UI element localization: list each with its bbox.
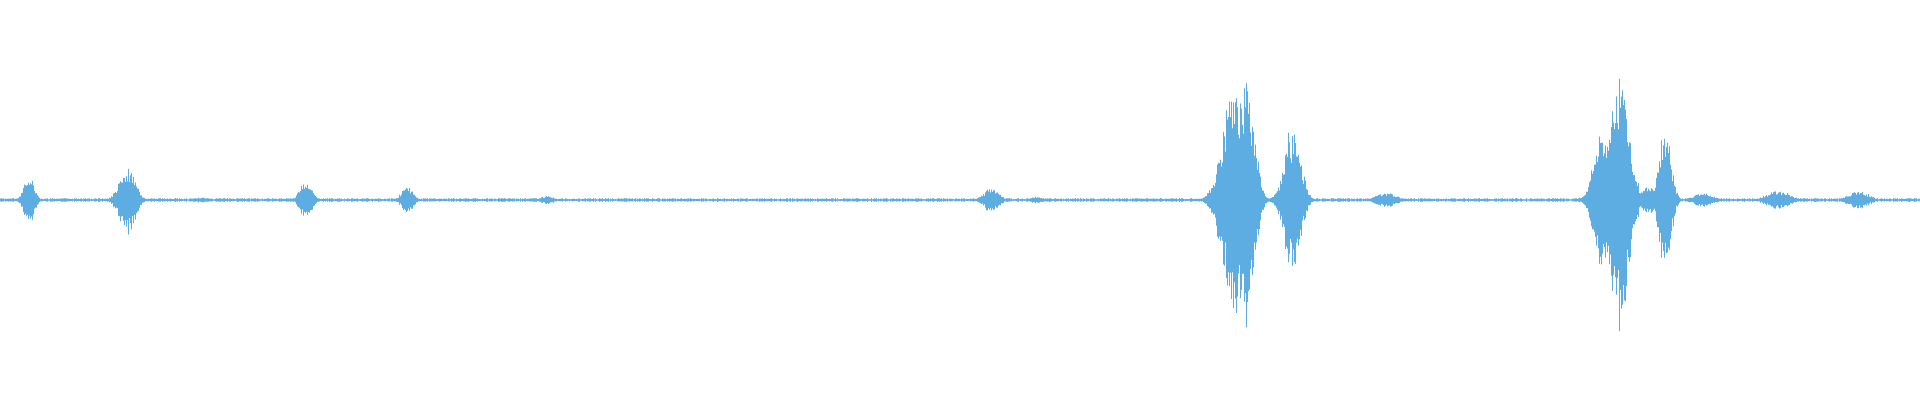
waveform-signal [0, 78, 1920, 332]
